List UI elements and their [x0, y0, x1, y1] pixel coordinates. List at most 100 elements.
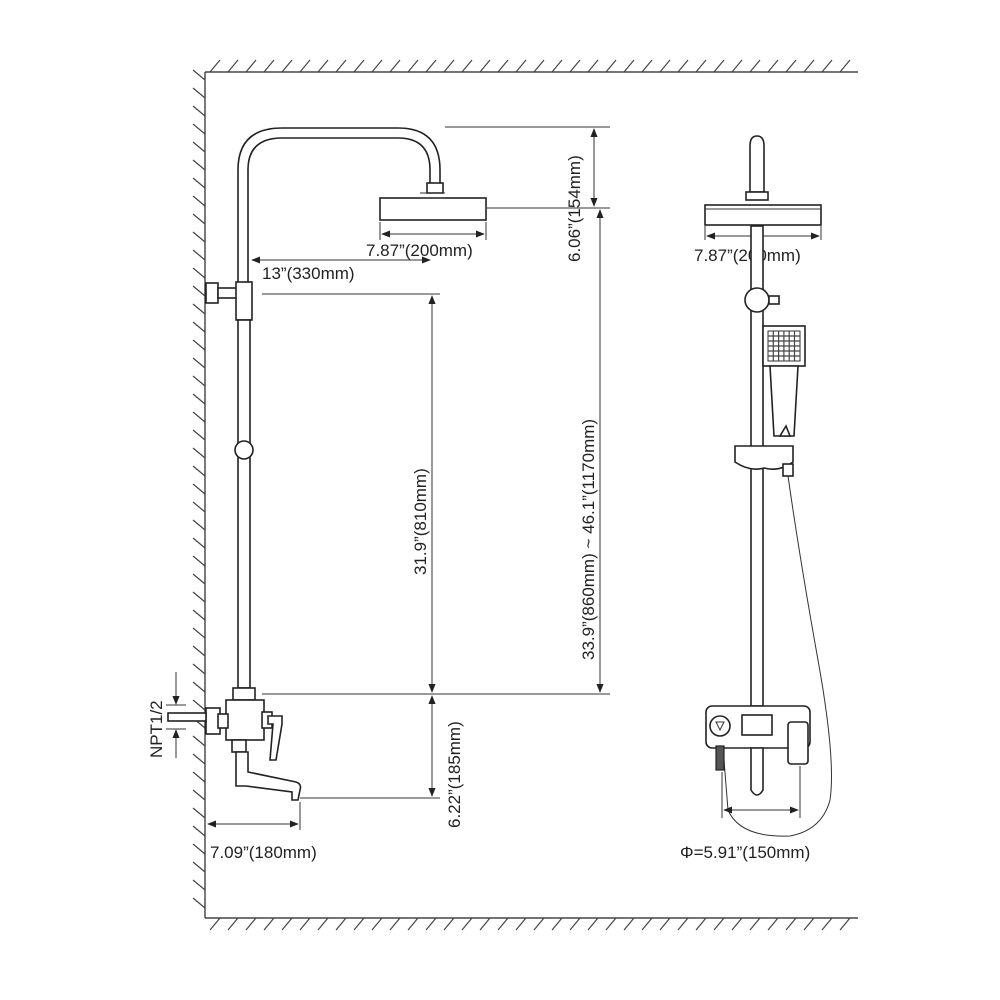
front-spout [750, 747, 764, 796]
hatch-stroke [839, 917, 851, 931]
hatch-stroke [192, 375, 206, 387]
hatch-stroke [641, 59, 653, 73]
npt-inlet-pipe [167, 712, 207, 722]
hatch-stroke [192, 771, 206, 783]
hatch-stroke [192, 897, 206, 909]
hatch-stroke [192, 303, 206, 315]
hatch-stroke [821, 917, 833, 931]
valve-lever [267, 715, 283, 761]
hatch-stroke [299, 59, 311, 73]
hatch-stroke [192, 843, 206, 855]
hatch-stroke [245, 917, 257, 931]
hatch-stroke [461, 59, 473, 73]
hatch-stroke [623, 917, 635, 931]
hose-outlet [715, 745, 725, 771]
hatch-stroke [227, 917, 239, 931]
dim-head-width-side: 7.87”(200mm) [366, 241, 473, 260]
hatch-stroke [263, 59, 275, 73]
hatch-stroke [443, 59, 455, 73]
hatch-stroke [677, 59, 689, 73]
hatch-stroke [497, 59, 509, 73]
shower-hose [723, 475, 832, 837]
hatch-stroke [192, 393, 206, 405]
dim-head-drop: 6.06”(154mm) [565, 155, 584, 262]
hatch-stroke [767, 59, 779, 73]
dim-spout-reach: 7.09”(180mm) [210, 843, 317, 862]
dim-arm-reach: 13”(330mm) [262, 264, 355, 283]
hatch-stroke [731, 917, 743, 931]
front-rain-head [704, 204, 822, 226]
wall-hatching [192, 69, 206, 909]
hatch-stroke [659, 59, 671, 73]
hatch-stroke [659, 917, 671, 931]
hatch-stroke [533, 59, 545, 73]
hatch-stroke [192, 501, 206, 513]
hatch-stroke [192, 357, 206, 369]
hatch-stroke [245, 59, 257, 73]
dim-slide-bar: 31.9”(810mm) [411, 468, 430, 575]
hatch-stroke [695, 917, 707, 931]
hatch-stroke [192, 177, 206, 189]
hatch-stroke [839, 59, 851, 73]
hatch-stroke [749, 917, 761, 931]
hatch-stroke [695, 59, 707, 73]
hatch-stroke [389, 59, 401, 73]
hatch-stroke [425, 59, 437, 73]
hatch-stroke [192, 645, 206, 657]
hatch-stroke [263, 917, 275, 931]
arm-nut [426, 182, 444, 194]
dim-head-width-front: 7.87”(200mm) [694, 246, 801, 265]
hatch-stroke [479, 917, 491, 931]
hatch-stroke [192, 555, 206, 567]
hatch-stroke [443, 917, 455, 931]
hatch-stroke [192, 465, 206, 477]
hatch-stroke [623, 59, 635, 73]
side-view: 7.87”(200mm) 6.06”(154mm) 13”(330mm) 31.… [147, 126, 610, 862]
hatch-stroke [515, 917, 527, 931]
hatch-stroke [461, 917, 473, 931]
hatch-stroke [317, 59, 329, 73]
hatch-stroke [785, 917, 797, 931]
dim-connection: NPT1/2 [147, 700, 166, 758]
hatch-stroke [192, 519, 206, 531]
hatch-stroke [192, 105, 206, 117]
wall-outline [192, 59, 858, 931]
hand-shower-tip [778, 424, 792, 437]
mixer-valve-body [225, 699, 265, 741]
hatch-stroke [515, 59, 527, 73]
hatch-stroke [192, 249, 206, 261]
hatch-stroke [803, 59, 815, 73]
hatch-stroke [605, 917, 617, 931]
hatch-stroke [587, 59, 599, 73]
valve-bottom-nut [231, 739, 247, 753]
hatch-stroke [192, 141, 206, 153]
hatch-stroke [569, 59, 581, 73]
hatch-stroke [731, 59, 743, 73]
hatch-stroke [192, 825, 206, 837]
hatch-stroke [587, 917, 599, 931]
hatch-stroke [479, 59, 491, 73]
hatch-stroke [192, 573, 206, 585]
hatch-stroke [551, 917, 563, 931]
hatch-stroke [317, 917, 329, 931]
hatch-stroke [353, 59, 365, 73]
hatch-stroke [605, 59, 617, 73]
dim-valve-spout: 6.22”(185mm) [445, 721, 464, 828]
hatch-stroke [192, 789, 206, 801]
hatch-stroke [425, 917, 437, 931]
dim-inlet-spacing: Φ=5.91”(150mm) [680, 843, 810, 862]
hatch-stroke [677, 917, 689, 931]
hatch-stroke [713, 917, 725, 931]
hatch-stroke [192, 537, 206, 549]
hatch-stroke [192, 231, 206, 243]
hatch-stroke [192, 285, 206, 297]
hatch-stroke [713, 59, 725, 73]
hatch-stroke [192, 339, 206, 351]
hatch-stroke [192, 483, 206, 495]
hatch-stroke [192, 609, 206, 621]
hatch-stroke [749, 59, 761, 73]
hatch-stroke [192, 321, 206, 333]
hatch-stroke [192, 195, 206, 207]
hatch-stroke [192, 69, 206, 81]
wall-bracket-base [205, 282, 219, 304]
